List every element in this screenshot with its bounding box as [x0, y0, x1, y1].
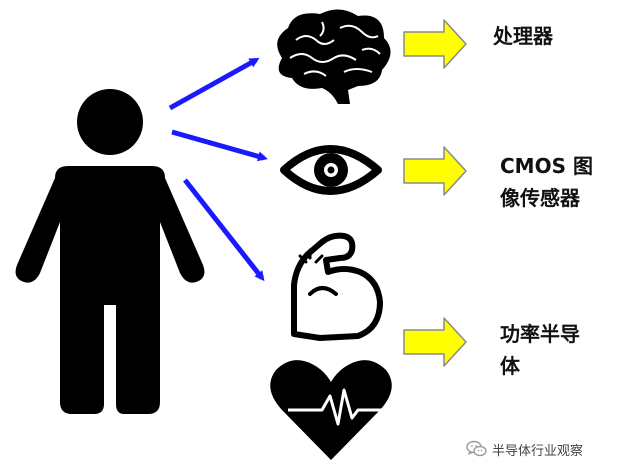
brain-icon [277, 9, 391, 105]
label-cmos-sensor: CMOS 图 像传感器 [500, 150, 593, 214]
arrow-to-eye [171, 129, 268, 162]
label-power-semiconductor: 功率半导 体 [500, 318, 580, 382]
label-power-line2: 体 [500, 354, 520, 378]
arrow-to-brain [168, 57, 260, 111]
label-power-line1: 功率半导 [500, 322, 580, 346]
label-processor: 处理器 [493, 20, 553, 52]
pointer-arrows [403, 19, 467, 367]
label-cmos-line2: 像传感器 [500, 186, 580, 210]
pointer-arrow-processor [403, 19, 467, 69]
eye-icon [280, 145, 382, 195]
pointer-arrow-cmos [403, 146, 467, 196]
wechat-icon [466, 440, 487, 457]
arrow-to-muscle [183, 178, 265, 282]
watermark: 半导体行业观察 [466, 438, 583, 460]
connector-arrows [168, 57, 268, 282]
flexed-arm-icon [291, 232, 383, 341]
pointer-arrow-power [403, 317, 467, 367]
label-processor-text: 处理器 [493, 24, 553, 48]
watermark-text: 半导体行业观察 [492, 443, 584, 459]
label-cmos-line1: CMOS 图 [500, 154, 593, 178]
heartbeat-icon [270, 360, 392, 460]
person-icon [15, 89, 205, 414]
